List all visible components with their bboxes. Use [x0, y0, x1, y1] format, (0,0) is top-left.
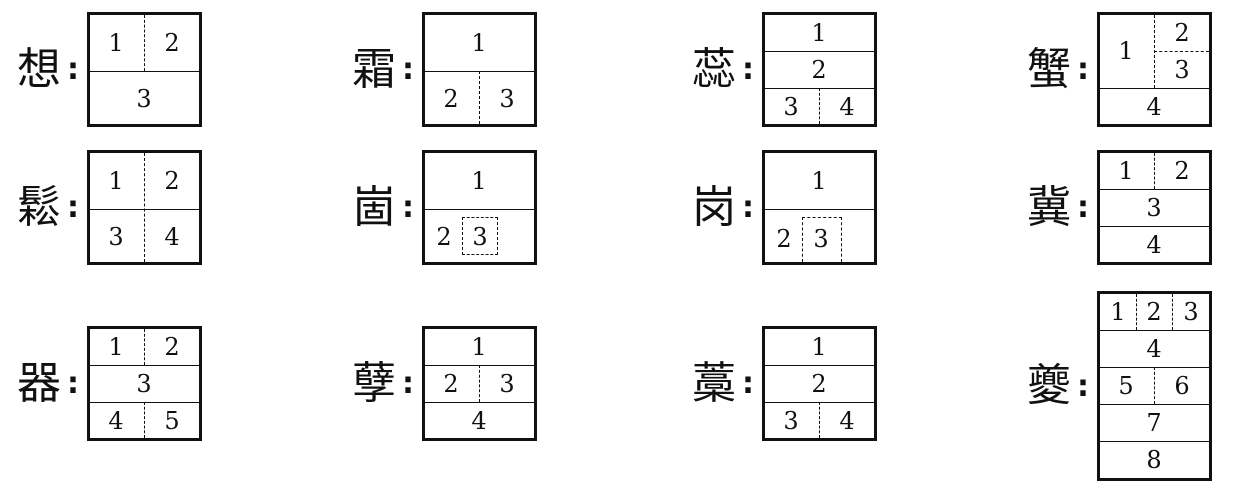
entry-shuang: 霜 : 1 2 3 — [350, 12, 537, 127]
entry-gang: 岗 : 1 2 3 — [690, 150, 877, 265]
component-number: 2 — [811, 56, 827, 84]
entry-ji: 冀 : 1 2 3 4 — [1025, 150, 1212, 265]
character: 鬆 — [17, 181, 61, 233]
entry-song: 鬆 : 1 2 3 4 — [15, 150, 202, 265]
component-number: 4 — [108, 407, 124, 435]
component-number: 4 — [1146, 335, 1162, 363]
structure-diagram: 1 2 3 — [762, 150, 877, 265]
component-number: 2 — [1174, 157, 1190, 185]
component-number: 1 — [471, 167, 487, 195]
colon: : — [1077, 52, 1089, 87]
structure-diagram: 1 2 3 4 5 6 7 8 — [1097, 291, 1212, 481]
component-number: 1 — [471, 333, 487, 361]
entry-gao: 藁 : 1 2 3 4 — [690, 326, 877, 441]
entry-xiang: 想 : 1 2 3 — [15, 12, 202, 127]
component-number: 2 — [164, 29, 180, 57]
component-number: 4 — [839, 93, 855, 121]
colon: : — [742, 190, 754, 225]
component-number: 1 — [471, 29, 487, 57]
colon: : — [402, 52, 414, 87]
component-number: 3 — [136, 85, 152, 113]
structure-diagram: 1 2 3 4 — [422, 326, 537, 441]
component-number: 1 — [811, 167, 827, 195]
component-number: 4 — [1146, 231, 1162, 259]
entry-rui: 蕊 : 1 2 3 4 — [690, 12, 877, 127]
colon: : — [67, 52, 79, 87]
component-number: 7 — [1146, 409, 1162, 437]
component-number: 6 — [1174, 372, 1190, 400]
colon: : — [1077, 190, 1089, 225]
component-number: 3 — [499, 85, 515, 113]
character: 霜 — [352, 43, 396, 95]
character: 蕊 — [692, 43, 736, 95]
component-number: 3 — [499, 370, 515, 398]
character: 崮 — [352, 181, 396, 233]
character: 冀 — [1027, 181, 1071, 233]
component-number: 1 — [108, 167, 124, 195]
structure-diagram: 1 2 3 4 — [1097, 150, 1212, 265]
component-number: 3 — [783, 407, 799, 435]
component-number: 4 — [839, 407, 855, 435]
component-number: 1 — [1118, 157, 1134, 185]
structure-diagram: 1 2 3 4 — [762, 12, 877, 127]
component-number: 1 — [1118, 37, 1134, 65]
character: 夔 — [1027, 360, 1071, 411]
colon: : — [1077, 368, 1089, 404]
component-number: 1 — [108, 29, 124, 57]
entry-nie: 孽 : 1 2 3 4 — [350, 326, 537, 441]
component-number: 3 — [1174, 56, 1190, 84]
component-number: 2 — [443, 85, 459, 113]
colon: : — [402, 190, 414, 225]
component-number: 1 — [811, 19, 827, 47]
structure-diagram: 1 2 3 — [422, 12, 537, 127]
character: 蟹 — [1027, 43, 1071, 95]
component-number: 3 — [108, 223, 124, 251]
component-number: 2 — [443, 370, 459, 398]
character: 想 — [17, 43, 61, 95]
component-number: 4 — [164, 223, 180, 251]
character: 岗 — [692, 181, 736, 233]
component-number: 4 — [1146, 93, 1162, 121]
colon: : — [67, 190, 79, 225]
character: 藁 — [692, 357, 736, 409]
component-number: 2 — [436, 223, 452, 251]
component-number: 1 — [108, 333, 124, 361]
colon: : — [742, 366, 754, 401]
colon: : — [742, 52, 754, 87]
character: 孽 — [352, 357, 396, 409]
component-number: 3 — [472, 223, 488, 251]
structure-diagram: 1 2 3 4 — [762, 326, 877, 441]
component-number: 5 — [1118, 372, 1134, 400]
component-number: 5 — [164, 407, 180, 435]
structure-diagram: 1 2 3 — [87, 12, 202, 127]
component-number: 4 — [471, 407, 487, 435]
component-number: 2 — [1174, 19, 1190, 47]
colon: : — [67, 366, 79, 401]
entry-qi: 器 : 1 2 3 4 5 — [15, 326, 202, 441]
component-number: 1 — [1110, 298, 1126, 326]
component-number: 8 — [1146, 446, 1162, 474]
character: 器 — [17, 357, 61, 409]
component-number: 3 — [783, 93, 799, 121]
colon: : — [402, 366, 414, 401]
entry-xie: 蟹 : 1 2 3 4 — [1025, 12, 1212, 127]
structure-diagram: 1 2 3 — [422, 150, 537, 265]
structure-diagram: 1 2 3 4 — [1097, 12, 1212, 127]
component-number: 2 — [1146, 298, 1162, 326]
entry-gu: 崮 : 1 2 3 — [350, 150, 537, 265]
component-number: 2 — [164, 167, 180, 195]
component-number: 2 — [811, 370, 827, 398]
component-number: 3 — [1183, 298, 1199, 326]
component-number: 2 — [776, 225, 792, 253]
component-number: 1 — [811, 333, 827, 361]
component-number: 3 — [136, 370, 152, 398]
entry-kui: 夔 : 1 2 3 4 5 6 7 8 — [1025, 291, 1212, 481]
component-number: 3 — [813, 225, 829, 253]
structure-diagram: 1 2 3 4 5 — [87, 326, 202, 441]
structure-diagram: 1 2 3 4 — [87, 150, 202, 265]
component-number: 3 — [1146, 194, 1162, 222]
component-number: 2 — [164, 333, 180, 361]
